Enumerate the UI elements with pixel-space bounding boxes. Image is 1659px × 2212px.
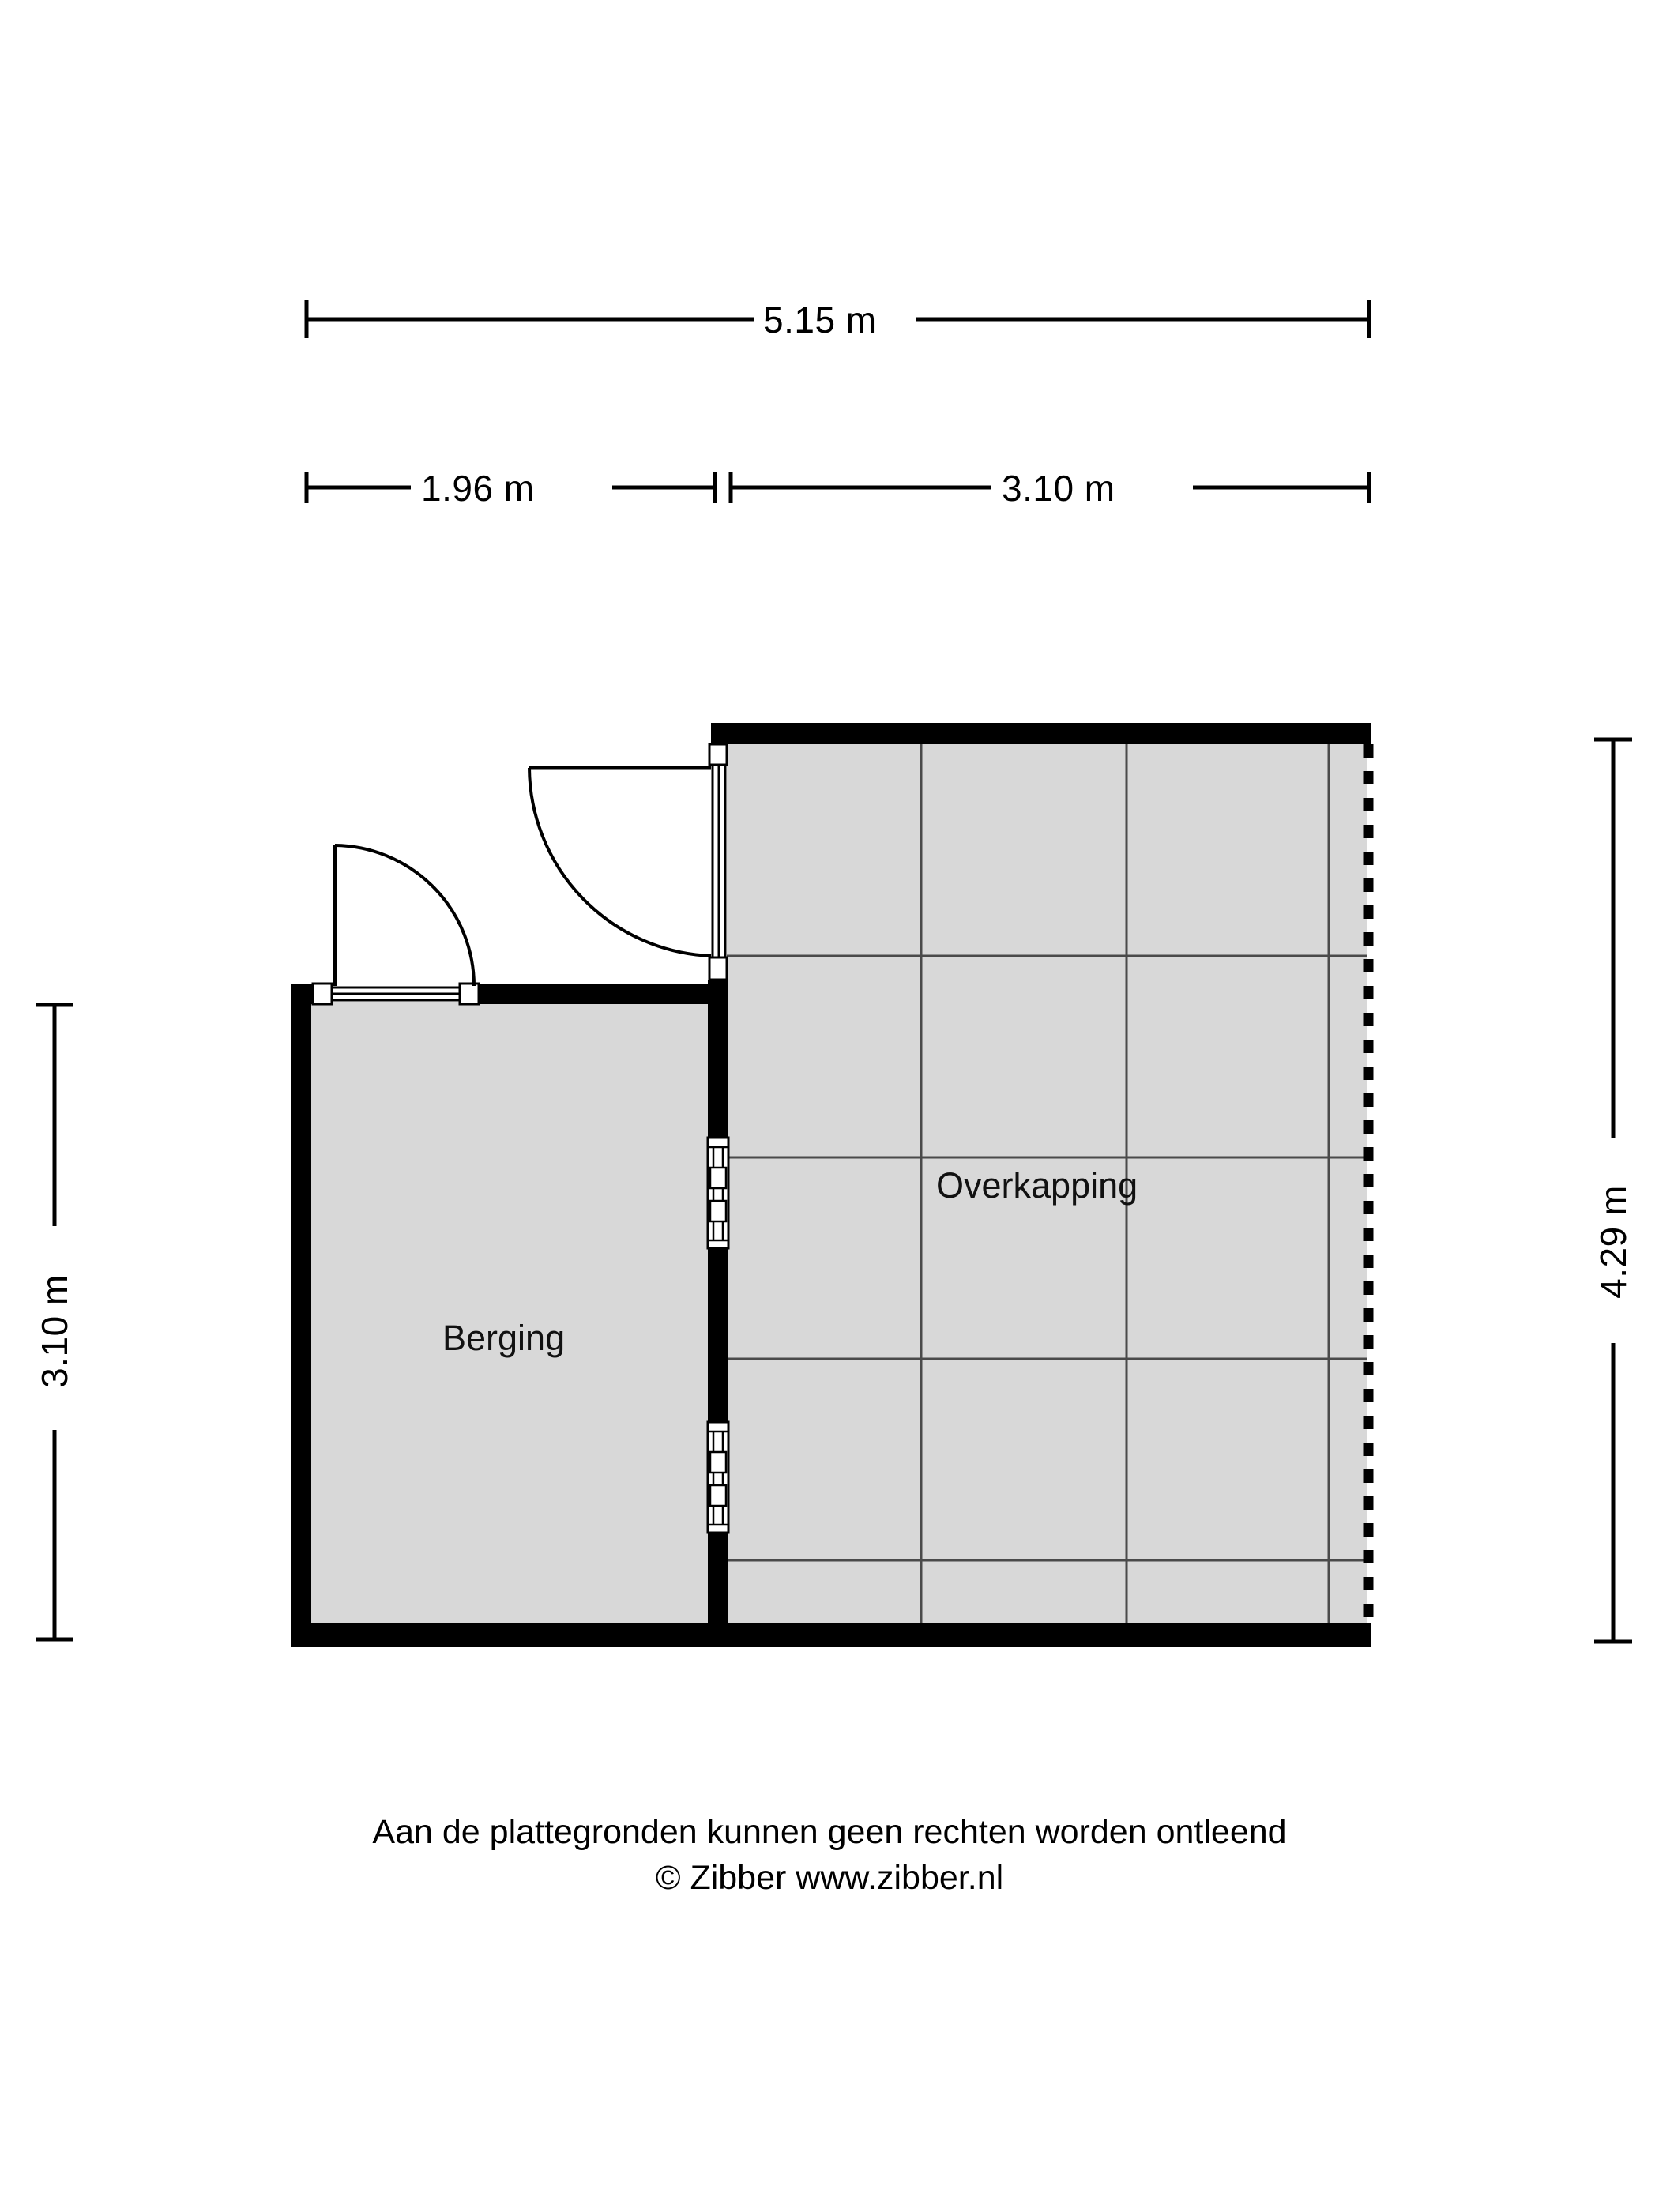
dimension-label-right-vertical: 4.29 m [1593,1185,1634,1299]
wall-overkapping-top [711,723,1371,744]
door-overkapping [528,743,728,981]
dimension-line-top-overall [304,300,1371,338]
window-panel-lower [706,1420,730,1534]
dimension-line-top-right-segment [728,472,1371,503]
wall-berging-left [291,984,311,1643]
dimension-line-right-vertical [1594,737,1632,1644]
overkapping-tile-grid [727,743,1367,1643]
dimension-label-top-left-segment: 1.96 m [421,468,535,509]
berging-floor [310,1002,713,1634]
wall-bottom [291,1623,1371,1647]
wall-shared-middle [708,1248,728,1422]
dimension-line-top-left-segment [304,472,717,503]
dimension-label-top-overall: 5.15 m [763,299,877,340]
footer: Aan de plattegronden kunnen geen rechten… [0,1809,1659,1901]
dimension-label-left-vertical: 3.10 m [34,1274,75,1388]
wall-shared-upper [708,980,728,1138]
room-label-berging: Berging [442,1318,566,1358]
room-label-overkapping: Overkapping [936,1165,1138,1206]
dimension-line-left-vertical [36,1003,73,1642]
dimension-label-top-right-segment: 3.10 m [1002,468,1115,509]
footer-copyright: © Zibber www.zibber.nl [655,1859,1004,1898]
footer-disclaimer: Aan de plattegronden kunnen geen rechten… [372,1813,1287,1851]
overkapping-floor [727,743,1367,1643]
door-berging [311,844,480,1006]
wall-berging-top-right [477,984,728,1004]
walls [291,723,1371,1647]
window-panel-upper [706,1136,730,1250]
